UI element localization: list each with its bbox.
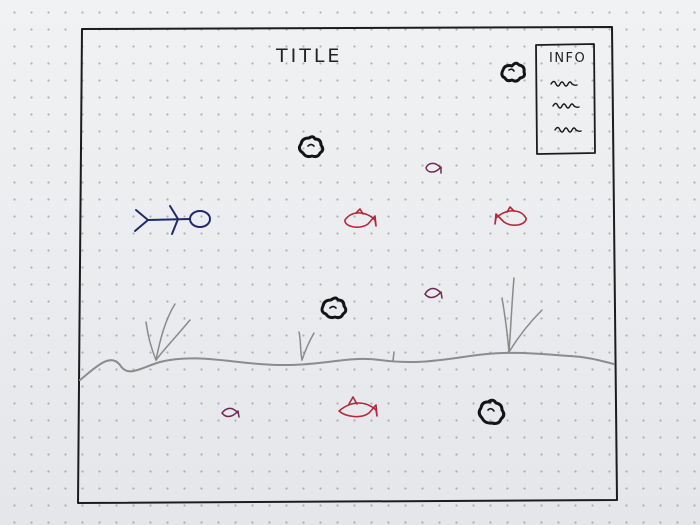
seaweed-icon (298, 331, 315, 361)
rock-icon (320, 296, 348, 320)
small-fish-icon (424, 287, 443, 299)
info-scribble-line (550, 80, 578, 87)
info-scribble-line (552, 102, 580, 109)
info-panel-box (535, 43, 596, 155)
fish-icon (494, 206, 527, 227)
rock-icon (477, 398, 506, 425)
small-fish-icon (221, 407, 240, 418)
info-panel: INFO (535, 43, 596, 155)
fish-icon (338, 396, 378, 418)
game-frame (77, 26, 618, 504)
small-fish-icon (425, 162, 442, 174)
rock-icon (500, 61, 526, 83)
info-panel-heading: INFO (549, 51, 586, 66)
info-scribble-line (554, 126, 582, 133)
seaweed-icon (145, 303, 191, 361)
fish-icon (344, 208, 377, 229)
seaweed-icon (392, 351, 395, 362)
rock-icon (297, 135, 325, 159)
seaweed-icon (501, 277, 543, 353)
game-title: TITLE (275, 45, 342, 67)
stick-figure-swimmer-icon (134, 205, 211, 235)
seafloor-line (79, 351, 615, 381)
